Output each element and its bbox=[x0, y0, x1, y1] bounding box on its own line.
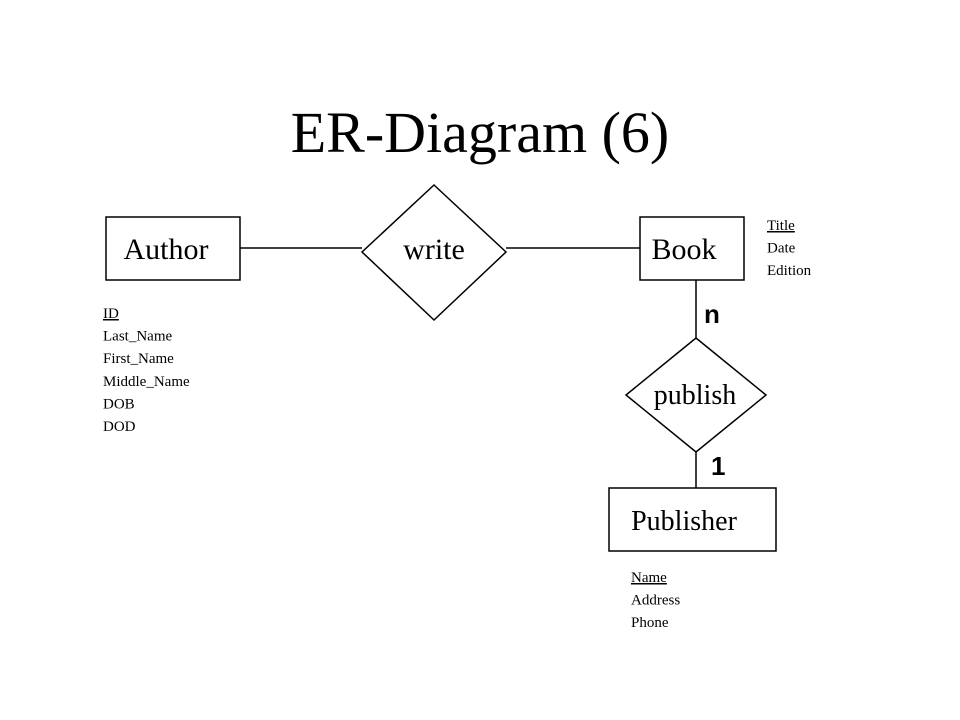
entity-author-box bbox=[105, 216, 241, 281]
author-attribute-dob: DOB bbox=[103, 396, 135, 412]
diagram-title: ER-Diagram (6) bbox=[291, 100, 669, 165]
entity-book-box bbox=[639, 216, 745, 281]
relationship-write-label: write bbox=[403, 233, 465, 266]
author-attribute-last-name: Last_Name bbox=[103, 329, 172, 345]
author-attribute-middle-name: Middle_Name bbox=[103, 374, 190, 390]
publisher-attribute-phone: Phone bbox=[631, 615, 669, 631]
author-attribute-id: ID bbox=[103, 306, 119, 322]
entity-author: Author bbox=[105, 216, 241, 281]
entity-publisher-label: Publisher bbox=[631, 506, 737, 537]
entity-publisher: Publisher bbox=[608, 487, 777, 552]
author-attribute-first-name: First_Name bbox=[103, 351, 174, 367]
relationship-write-diamond bbox=[360, 183, 508, 322]
book-attribute-date: Date bbox=[767, 241, 796, 257]
entity-publisher-box bbox=[608, 487, 777, 552]
relationship-write: write bbox=[360, 183, 508, 322]
book-attribute-edition: Edition bbox=[767, 263, 812, 279]
relationship-publish: publish bbox=[624, 337, 768, 453]
cardinality-n: n bbox=[704, 299, 720, 329]
book-attribute-title: Title bbox=[767, 218, 795, 234]
entity-book-label: Book bbox=[651, 233, 716, 266]
entity-author-label: Author bbox=[124, 233, 209, 266]
publisher-attribute-name: Name bbox=[631, 570, 667, 586]
relationship-publish-label: publish bbox=[654, 380, 736, 411]
author-attribute-dod: DOD bbox=[103, 419, 136, 435]
publisher-attribute-address: Address bbox=[631, 593, 680, 609]
cardinality-1: 1 bbox=[711, 451, 725, 481]
entity-book: Book bbox=[639, 216, 745, 281]
relationship-publish-diamond bbox=[624, 337, 768, 453]
